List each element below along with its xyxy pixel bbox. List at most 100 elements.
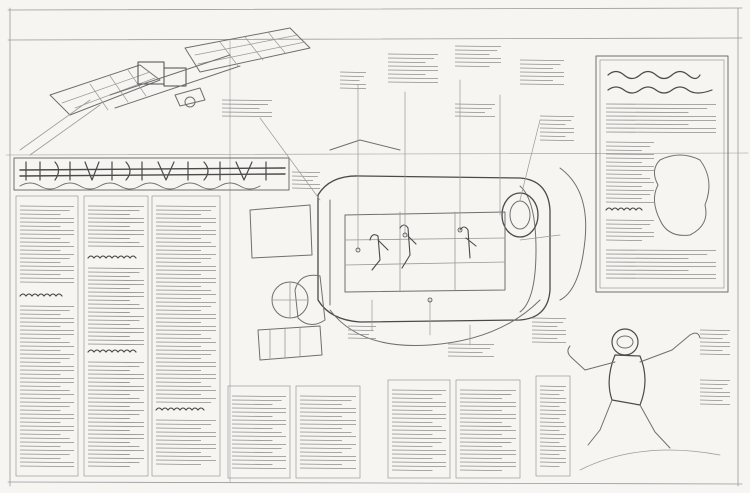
filler-line [605,149,643,151]
filler-line [155,385,212,387]
filler-line [699,353,731,355]
filler-line [19,377,75,379]
filler-line [459,433,503,435]
callout-line [447,351,483,353]
filler-line [605,173,643,175]
filler-line [231,403,273,405]
filler-line [539,453,560,455]
filler-line [231,415,273,417]
filler-line [155,419,217,421]
filler-line [155,225,202,227]
filler-line [699,349,723,351]
filler-line [155,377,217,379]
filler-line [87,225,131,227]
filler-line [391,457,433,459]
filler-line [87,457,145,459]
page-guides [5,7,749,487]
filler-line [19,441,75,443]
filler-line [605,119,717,121]
filler-line [605,103,717,105]
filler-line [299,439,343,441]
filler-line [87,275,131,277]
callout-line [519,67,554,69]
filler-line [299,411,357,413]
filler-line [459,401,517,403]
filler-line [155,273,202,275]
filler-line [391,449,447,451]
filler-line [699,391,731,393]
filler-line [19,213,61,215]
callout-line [454,49,498,51]
filler-line [231,447,282,449]
filler-line [299,459,357,461]
filler-line [155,325,217,327]
filler-line [539,445,567,447]
filler-line [19,429,75,431]
filler-line [539,401,567,403]
filler-line [231,431,282,433]
filler-line [605,107,708,109]
callout-line [539,119,572,121]
filler-line [539,417,560,419]
callout-line [347,325,377,327]
filler-line [19,421,61,423]
filler-line [539,449,567,451]
filler-line [19,337,61,339]
filler-line [299,403,343,405]
callout-line [387,81,439,83]
filler-line [155,369,202,371]
filler-line [87,429,131,431]
leader-lines [259,79,561,346]
filler-line [391,441,442,443]
callout-line [454,111,486,113]
sidebar-lines [605,103,717,279]
filler-line [19,321,75,323]
filler-line [539,457,567,459]
filler-line [539,385,567,387]
filler-line [605,231,655,233]
filler-line [87,233,145,235]
filler-line [231,451,273,453]
filler-line [231,411,287,413]
callout-line [454,115,496,117]
callout-line [519,79,554,81]
filler-line [87,303,140,305]
filler-line [19,457,61,459]
callout-line [454,53,490,55]
callout-line [347,329,374,331]
filler-line [155,381,202,383]
filler-line [19,381,75,383]
filler-line [299,423,357,425]
filler-line [231,439,273,441]
filler-line [539,429,560,431]
callout-line [454,57,502,59]
filler-line [539,405,560,407]
filler-line [19,229,75,231]
filler-line [155,265,217,267]
filler-line [87,245,145,247]
filler-line [459,393,512,395]
filler-line [459,441,512,443]
filler-line [19,273,61,275]
filler-line [19,221,75,223]
filler-line [605,223,651,225]
filler-line [87,343,145,345]
filler-line [605,239,643,241]
filler-line [299,447,352,449]
heading-squiggle [87,349,137,353]
filler-line [19,345,75,347]
callout-line [347,337,377,339]
filler-line [155,361,217,363]
callout-line [519,83,565,85]
filler-line [231,435,287,437]
filler-line [155,237,202,239]
filler-line [539,409,567,411]
astronaut-sketch [567,328,731,471]
callout-line [539,123,566,125]
filler-line [459,461,517,463]
lower-columns-lines [231,385,567,471]
filler-line [459,425,512,427]
callout-line [531,341,567,343]
